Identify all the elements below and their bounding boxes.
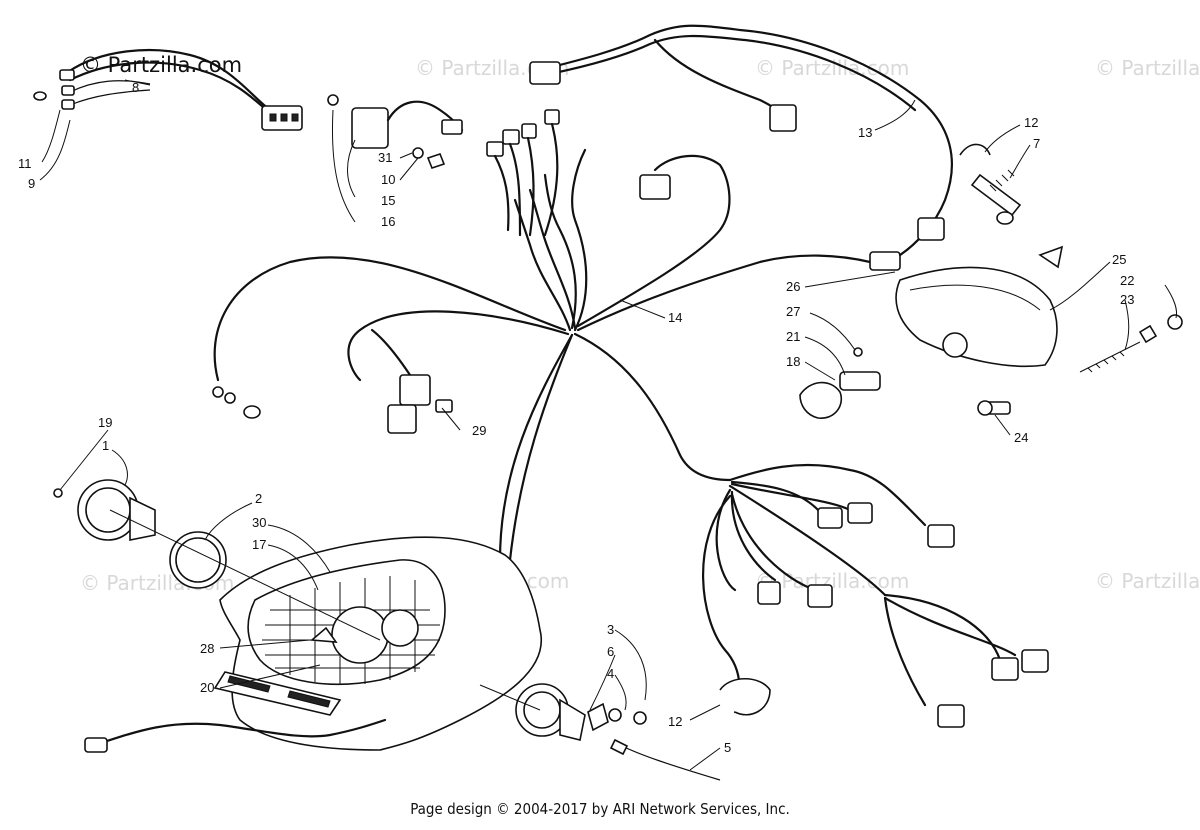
harness-13 — [529, 24, 953, 257]
watermark: © Partzilla.com — [1095, 569, 1200, 593]
headlight-assembly — [799, 245, 1183, 419]
lower-left-cable — [84, 718, 387, 753]
callout-24: 24 — [1014, 430, 1028, 445]
callout-18: 18 — [786, 354, 800, 369]
callout-20: 20 — [200, 680, 214, 695]
callout-13: 13 — [858, 125, 872, 140]
socket-spring-assembly — [959, 143, 1022, 225]
watermark: © Partzilla.com — [1095, 56, 1200, 80]
callout-31: 31 — [378, 150, 392, 165]
callout-15: 15 — [381, 193, 395, 208]
callout-12: 12 — [1024, 115, 1038, 130]
callout-29: 29 — [472, 423, 486, 438]
main-wire-harness — [212, 109, 901, 562]
small-harness-assembly — [33, 48, 303, 131]
callout-16: 16 — [381, 214, 395, 229]
callout-22: 22 — [1120, 273, 1134, 288]
callout-8: 8 — [132, 80, 139, 95]
callout-2: 2 — [255, 491, 262, 506]
callout-30: 30 — [252, 515, 266, 530]
callout-21: 21 — [786, 329, 800, 344]
callout-3: 3 — [607, 622, 614, 637]
lower-right-harness — [702, 463, 1049, 728]
callout-11: 11 — [18, 156, 32, 171]
connector — [757, 502, 1049, 728]
callout-labels: 11 9 8 31 10 15 16 13 12 7 14 25 22 23 2… — [18, 80, 1134, 755]
callout-9: 9 — [28, 176, 35, 191]
callout-6: 6 — [607, 644, 614, 659]
terminal-ring — [33, 91, 47, 101]
callout-17: 17 — [252, 537, 266, 552]
callout-1: 1 — [102, 438, 109, 453]
callout-25: 25 — [1112, 252, 1126, 267]
callout-10: 10 — [381, 172, 395, 187]
speedometer-assembly — [53, 479, 381, 641]
callout-23: 23 — [1120, 292, 1134, 307]
dash-panel — [213, 536, 543, 751]
callout-26: 26 — [786, 279, 800, 294]
relay-bracket-assembly — [327, 94, 464, 169]
page-footer: Page design © 2004-2017 by ARI Network S… — [410, 800, 790, 818]
callout-12-lower: 12 — [668, 714, 682, 729]
leader-lines — [39, 79, 1178, 771]
tachometer-assembly — [479, 678, 771, 781]
callout-19: 19 — [98, 415, 112, 430]
callout-14: 14 — [668, 310, 682, 325]
callout-28: 28 — [200, 641, 214, 656]
callout-5: 5 — [724, 740, 731, 755]
callout-4: 4 — [607, 666, 614, 681]
callout-7: 7 — [1033, 136, 1040, 151]
callout-27: 27 — [786, 304, 800, 319]
